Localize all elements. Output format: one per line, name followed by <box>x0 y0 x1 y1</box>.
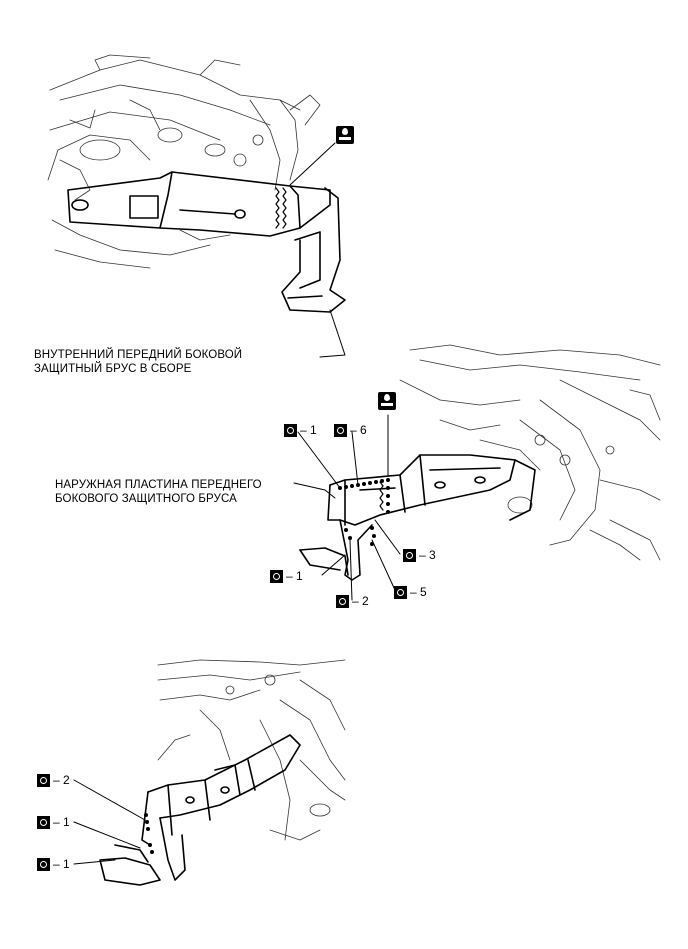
spot-weld-icon <box>334 423 347 437</box>
sealer-icon <box>336 126 354 144</box>
weld-callout-mid-1-left: – 1 <box>270 569 303 583</box>
middle-illustration <box>293 344 661 601</box>
spot-weld-icon <box>394 585 407 599</box>
outer-plate-label-line2: БОКОВОГО ЗАЩИТНОГО БРУСА <box>55 493 237 505</box>
inner-assembly-label: ВНУТРЕННИЙ ПЕРЕДНИЙ БОКОВОЙ ЗАЩИТНЫЙ БРУ… <box>34 348 242 376</box>
callout-number: – 1 <box>53 815 70 829</box>
weld-callout-bot-1-b: – 1 <box>37 857 70 871</box>
spot-weld-icon <box>403 548 416 562</box>
weld-callout-bot-2: – 2 <box>37 773 70 787</box>
inner-assembly-label-line1: ВНУТРЕННИЙ ПЕРЕДНИЙ БОКОВОЙ <box>34 349 243 361</box>
callout-number: – 1 <box>53 857 70 871</box>
spot-weld-icon <box>284 423 297 437</box>
weld-callout-mid-5: – 5 <box>394 585 427 599</box>
callout-number: – 1 <box>300 423 317 437</box>
callout-number: – 5 <box>410 585 427 599</box>
weld-callout-mid-3: – 3 <box>403 548 436 562</box>
top-illustration <box>47 54 346 358</box>
spot-weld-icon <box>37 773 50 787</box>
inner-assembly-label-line2: ЗАЩИТНЫЙ БРУС В СБОРЕ <box>34 363 192 375</box>
weld-callout-mid-6: – 6 <box>334 423 367 437</box>
weld-callout-bot-1-a: – 1 <box>37 815 70 829</box>
callout-number: – 2 <box>352 594 369 608</box>
spot-weld-icon <box>37 857 50 871</box>
spot-weld-icon <box>336 594 349 608</box>
callout-number: – 3 <box>419 548 436 562</box>
callout-number: – 6 <box>350 423 367 437</box>
weld-callout-mid-1-top: – 1 <box>284 423 317 437</box>
bottom-illustration <box>73 659 346 886</box>
callout-number: – 2 <box>53 773 70 787</box>
weld-callout-mid-2: – 2 <box>336 594 369 608</box>
outer-plate-label: НАРУЖНАЯ ПЛАСТИНА ПЕРЕДНЕГО БОКОВОГО ЗАЩ… <box>55 478 262 506</box>
outer-plate-label-line1: НАРУЖНАЯ ПЛАСТИНА ПЕРЕДНЕГО <box>55 479 262 491</box>
spot-weld-icon <box>37 815 50 829</box>
spot-weld-icon <box>270 569 283 583</box>
callout-number: – 1 <box>286 569 303 583</box>
sealer-icon <box>378 392 396 410</box>
